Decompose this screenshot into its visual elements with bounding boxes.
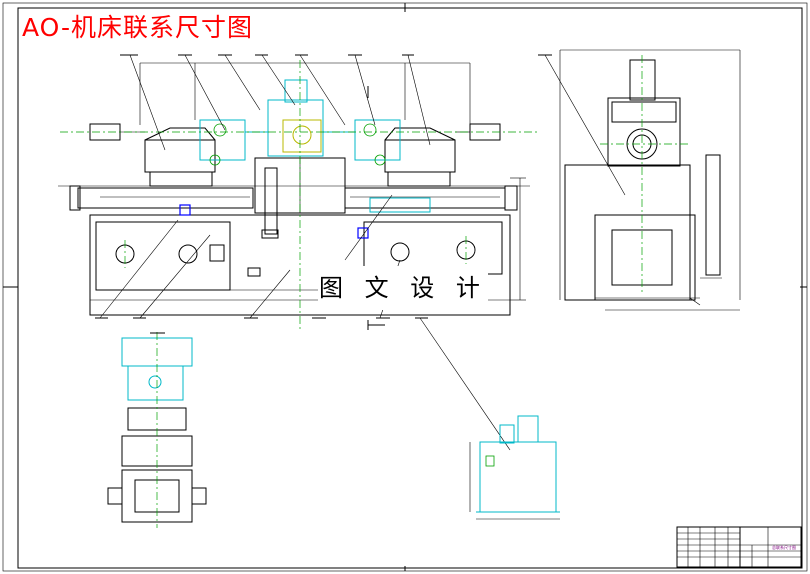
hydraulic-unit: [469, 415, 560, 520]
watermark-text: 图 文 设 计: [318, 266, 488, 310]
plan-view: [107, 332, 207, 528]
title-block-name: 总联系尺寸图: [772, 544, 796, 550]
side-view: [538, 49, 741, 311]
front-view: [58, 54, 540, 451]
title-block: 总联系尺寸图: [676, 526, 802, 568]
drawing-title: AO-机床联系尺寸图: [22, 13, 254, 42]
inner-frame: [17, 7, 803, 569]
